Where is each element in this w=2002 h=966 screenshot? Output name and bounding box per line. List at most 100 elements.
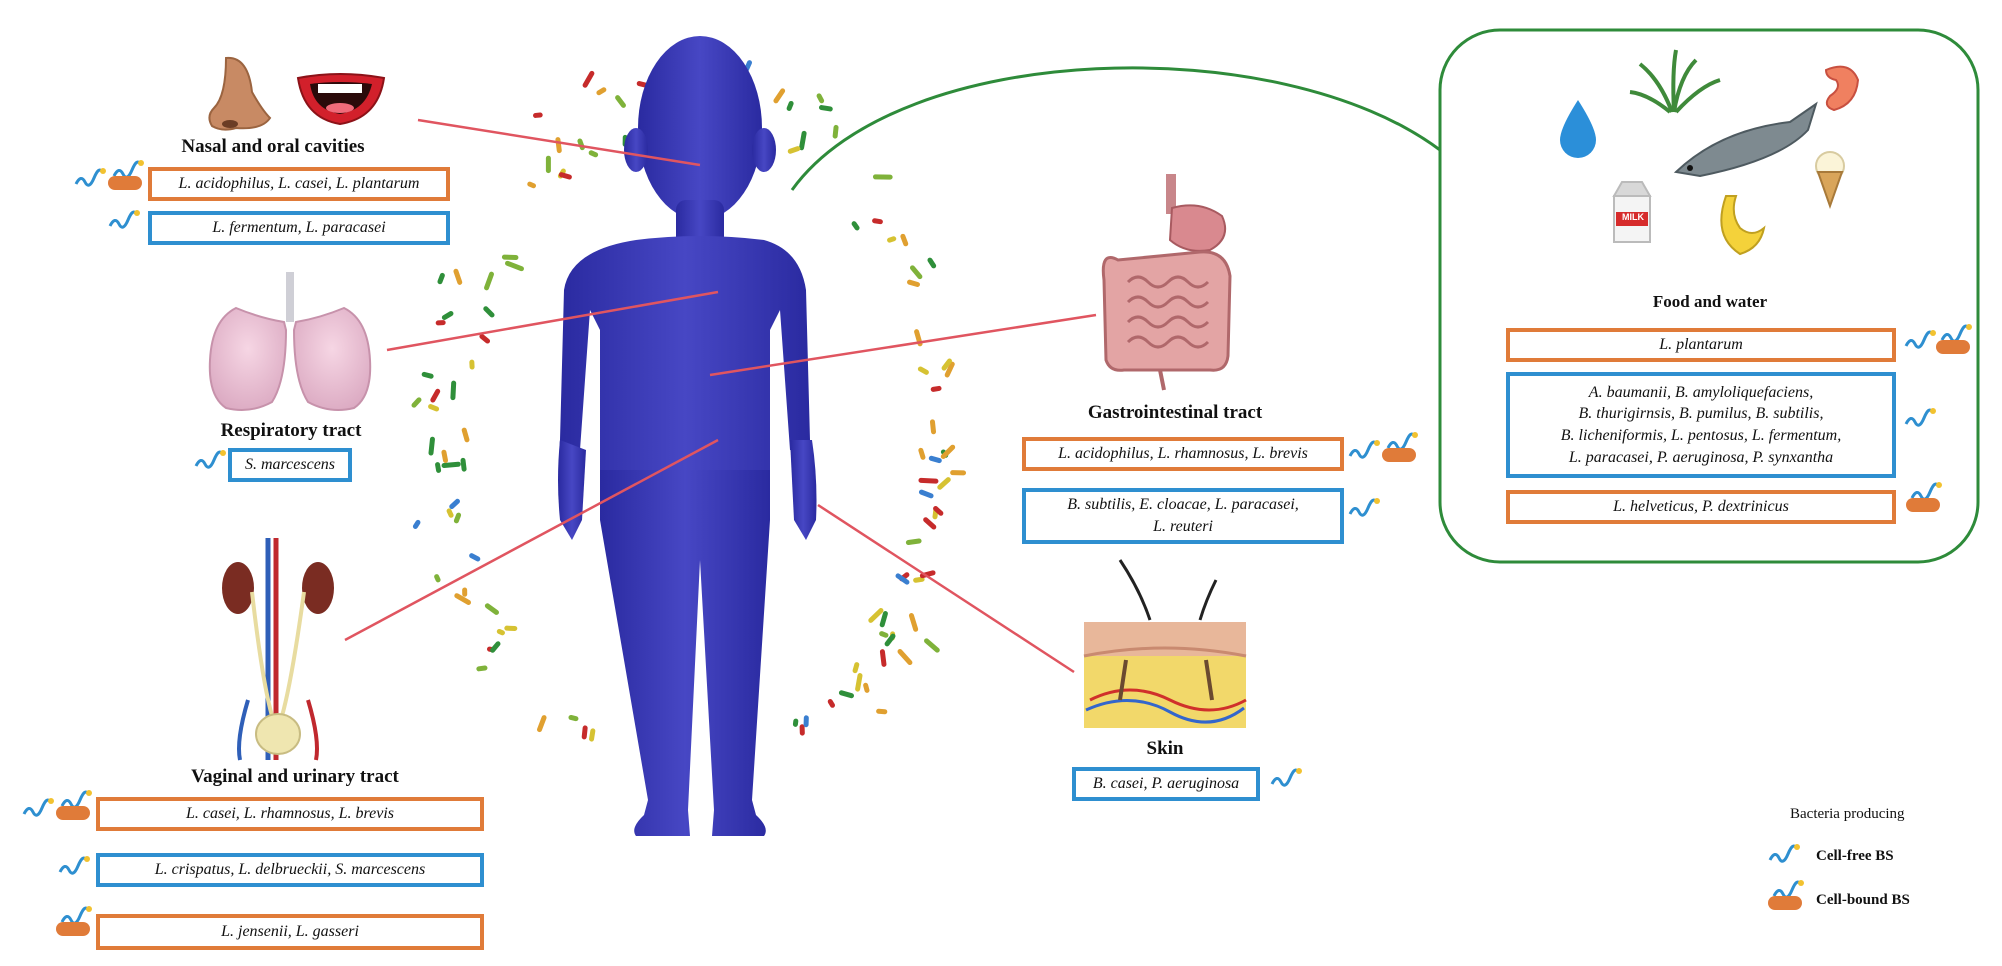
- bacterium: [940, 444, 956, 460]
- bacterium: [479, 333, 491, 344]
- cell-free-bs-icon: [1348, 498, 1378, 517]
- bacterium: [933, 506, 944, 516]
- bacterium: [937, 477, 951, 490]
- bacterium: [803, 715, 809, 728]
- bacterium: [412, 519, 421, 529]
- vaginal-urinary-box-3: L. jensenii, L. gasseri: [96, 914, 484, 950]
- bacterium: [484, 603, 499, 615]
- cell-free-bs-icon: [1904, 408, 1934, 427]
- bacterium: [505, 260, 524, 272]
- cell-free-bs-icon-head: [1930, 330, 1936, 336]
- cell-bound-bs-icon: [1906, 498, 1940, 512]
- fish-icon: [1673, 101, 1818, 178]
- food-water-connector: [790, 66, 1441, 191]
- respiratory-title: Respiratory tract: [220, 420, 362, 441]
- milk-carton-icon: [1612, 181, 1652, 243]
- bacterium: [533, 112, 543, 118]
- cell-free-bs-icon-head: [134, 210, 140, 216]
- bacterium: [930, 385, 942, 392]
- legend-heading: Bacteria producing: [1790, 806, 1905, 822]
- bacterium: [501, 254, 519, 260]
- bacterium: [944, 361, 955, 378]
- bacterium: [450, 380, 457, 401]
- respiratory-box-cell-free: S. marcescens: [228, 448, 352, 482]
- bacterium: [950, 470, 967, 476]
- bacterium: [428, 404, 440, 412]
- food-water-box-2: A. baumanii, B. amyloliquefaciens, B. th…: [1506, 372, 1896, 478]
- bacterium: [461, 427, 470, 443]
- bacterium: [907, 279, 920, 287]
- lungs-icon: [208, 272, 372, 411]
- cell-bound-bs-icon-tail-head: [1936, 482, 1942, 488]
- nasal-oral-box-cell-bound: L. acidophilus, L. casei, L. plantarum: [148, 167, 450, 201]
- nasal-oral-box-cell-free: L. fermentum, L. paracasei: [148, 211, 450, 245]
- bacterium: [917, 366, 929, 375]
- bacterium: [428, 436, 435, 456]
- bacterium: [462, 587, 468, 597]
- nasal-oral-title: Nasal and oral cavities: [181, 136, 365, 157]
- cell-bound-bs-icon-tail: [1940, 324, 1970, 343]
- bacterium: [879, 611, 888, 628]
- cell-free-bs-icon-head: [1374, 440, 1380, 446]
- cell-free-bs-icon: [1768, 844, 1798, 863]
- gastrointestinal-box-1: L. acidophilus, L. rhamnosus, L. brevis: [1022, 437, 1344, 471]
- cell-bound-bs-icon-tail: [1386, 432, 1416, 451]
- vaginal-urinary-box-1: L. casei, L. rhamnosus, L. brevis: [96, 797, 484, 831]
- cell-free-bs-icon: [1270, 768, 1300, 787]
- skin-title: Skin: [1146, 738, 1184, 759]
- bacterium: [596, 87, 607, 96]
- bacterium: [441, 311, 454, 321]
- bacterium: [818, 105, 833, 112]
- bacterium: [863, 682, 870, 693]
- bacterium: [929, 419, 937, 435]
- plant-icon: [1629, 49, 1721, 114]
- bacterium: [919, 570, 936, 579]
- bacterium: [435, 320, 446, 326]
- cell-free-bs-icon: [74, 168, 104, 187]
- cell-bound-bs-icon: [1382, 448, 1416, 462]
- nose-icon: [208, 56, 272, 131]
- bacterium: [588, 150, 599, 158]
- bacterium: [927, 257, 937, 269]
- bacterium: [581, 725, 588, 740]
- food-water-title: Food and water: [1652, 292, 1768, 311]
- mouth-icon: [296, 73, 386, 126]
- cell-free-bs-icon-head: [1296, 768, 1302, 774]
- vaginal-urinary-box-2: L. crispatus, L. delbrueckii, S. marcesc…: [96, 853, 484, 887]
- bacterium: [897, 649, 913, 666]
- bacterium: [411, 397, 422, 408]
- bacterium: [941, 358, 952, 371]
- cell-bound-bs-icon-tail-head: [138, 160, 144, 166]
- bacterium: [441, 449, 449, 463]
- bacterium: [895, 573, 910, 585]
- bacterium: [615, 95, 626, 108]
- bacterium: [460, 457, 467, 472]
- gastrointestinal-box-2-line-1: B. subtilis, E. cloacae, L. paracasei,: [1067, 496, 1299, 514]
- bacterium: [437, 272, 445, 285]
- cell-bound-bs-icon-tail: [112, 160, 142, 179]
- bacterium: [913, 576, 925, 583]
- cell-free-bs-icon-head: [48, 798, 54, 804]
- skin-icon: [1083, 559, 1247, 728]
- bacterium: [872, 174, 893, 180]
- bacterium: [872, 218, 883, 225]
- bacterium: [799, 724, 805, 736]
- cell-bound-bs-icon: [56, 806, 90, 820]
- bacterium: [773, 88, 786, 104]
- bacterium: [582, 70, 595, 88]
- bacterium: [545, 155, 551, 174]
- bacterium: [887, 236, 897, 243]
- bacterium: [918, 489, 934, 499]
- bacterium: [909, 265, 923, 280]
- bacterium: [786, 100, 794, 111]
- bacterium: [792, 718, 799, 727]
- bacterium: [536, 715, 547, 733]
- food-water-frame: [1438, 28, 1980, 564]
- cell-bound-bs-icon-tail: [1910, 482, 1940, 501]
- milk-carton-label: MILK: [1622, 212, 1644, 222]
- bacterium: [787, 146, 801, 154]
- bacterium: [928, 455, 942, 464]
- bacterium: [453, 512, 462, 524]
- bacterium: [504, 625, 518, 631]
- bacterium: [923, 517, 937, 530]
